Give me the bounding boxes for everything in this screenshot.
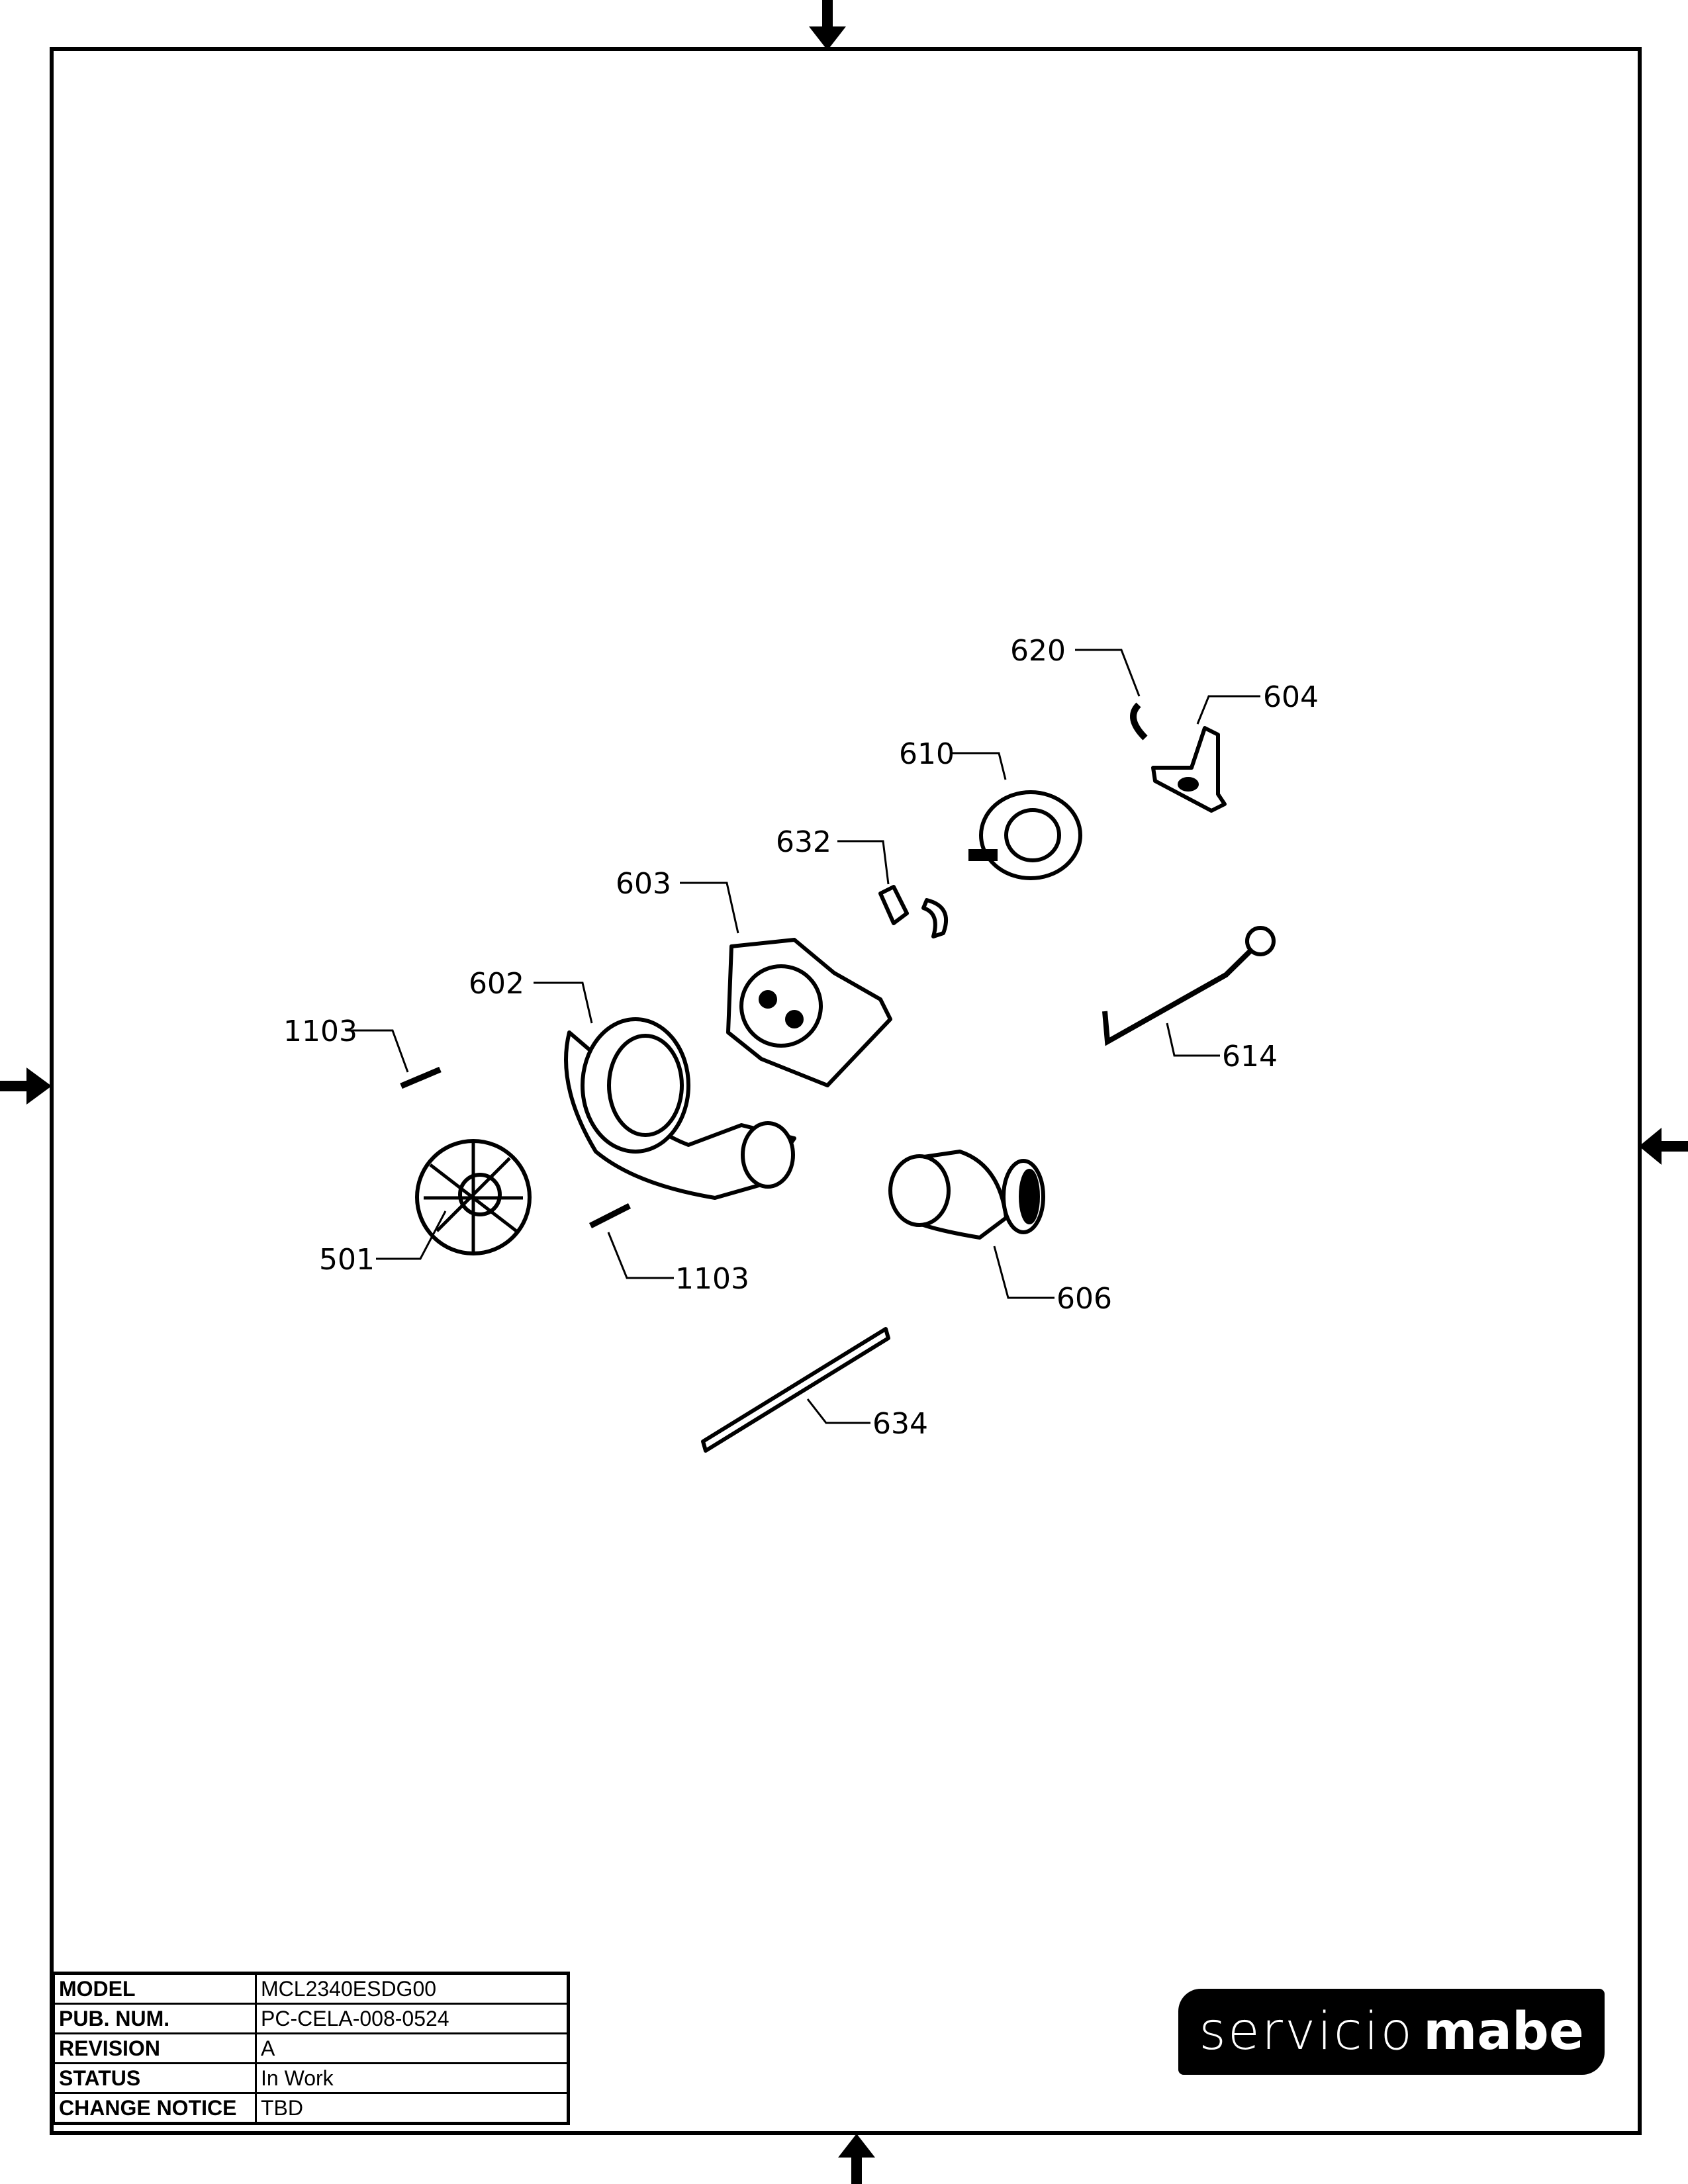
revision-label: REVISION (52, 2032, 257, 2064)
servicio-mabe-logo: servicio mabe (1178, 1989, 1605, 2075)
callout-1103-bottom: 1103 (675, 1262, 749, 1296)
revision-value: A (255, 2032, 569, 2064)
part-603-bracket (726, 938, 892, 1087)
status-label: STATUS (52, 2062, 257, 2094)
change-notice-value: TBD (255, 2092, 569, 2124)
callout-602: 602 (469, 967, 524, 1001)
part-606-elbow (888, 1150, 1045, 1240)
logo-word-servicio: servicio (1199, 2002, 1415, 2062)
callout-632: 632 (776, 825, 831, 859)
part-620-clip (1130, 702, 1148, 741)
callout-603: 603 (616, 867, 671, 901)
pub-num-value: PC-CELA-008-0524 (255, 2003, 569, 2034)
part-634-strip (701, 1327, 890, 1453)
model-value: MCL2340ESDG00 (255, 1972, 569, 2005)
drawing-frame (50, 47, 1642, 2135)
title-row-pub-num: PUB. NUM.PC-CELA-008-0524 (52, 2003, 569, 2034)
callout-610: 610 (899, 737, 955, 771)
callout-604: 604 (1263, 680, 1319, 714)
part-602-housing (564, 1017, 796, 1200)
model-label: MODEL (52, 1972, 257, 2005)
pub-num-label: PUB. NUM. (52, 2003, 257, 2034)
part-610-motor (968, 790, 1082, 880)
leader-lines (346, 649, 1260, 1424)
part-501-fan (415, 1139, 532, 1255)
part-1103-screws (400, 1066, 632, 1229)
callout-620: 620 (1010, 634, 1066, 668)
callout-634: 634 (872, 1407, 928, 1441)
logo-word-mabe: mabe (1423, 2002, 1584, 2062)
part-604-bracket (1151, 726, 1227, 813)
change-notice-label: CHANGE NOTICE (52, 2092, 257, 2124)
callout-1103-top: 1103 (283, 1015, 357, 1048)
part-632-clips (878, 885, 948, 938)
status-value: In Work (255, 2062, 569, 2094)
part-614-rod (1102, 926, 1276, 1046)
callout-614: 614 (1222, 1040, 1278, 1073)
callout-501: 501 (319, 1243, 375, 1277)
callout-606: 606 (1056, 1282, 1112, 1316)
